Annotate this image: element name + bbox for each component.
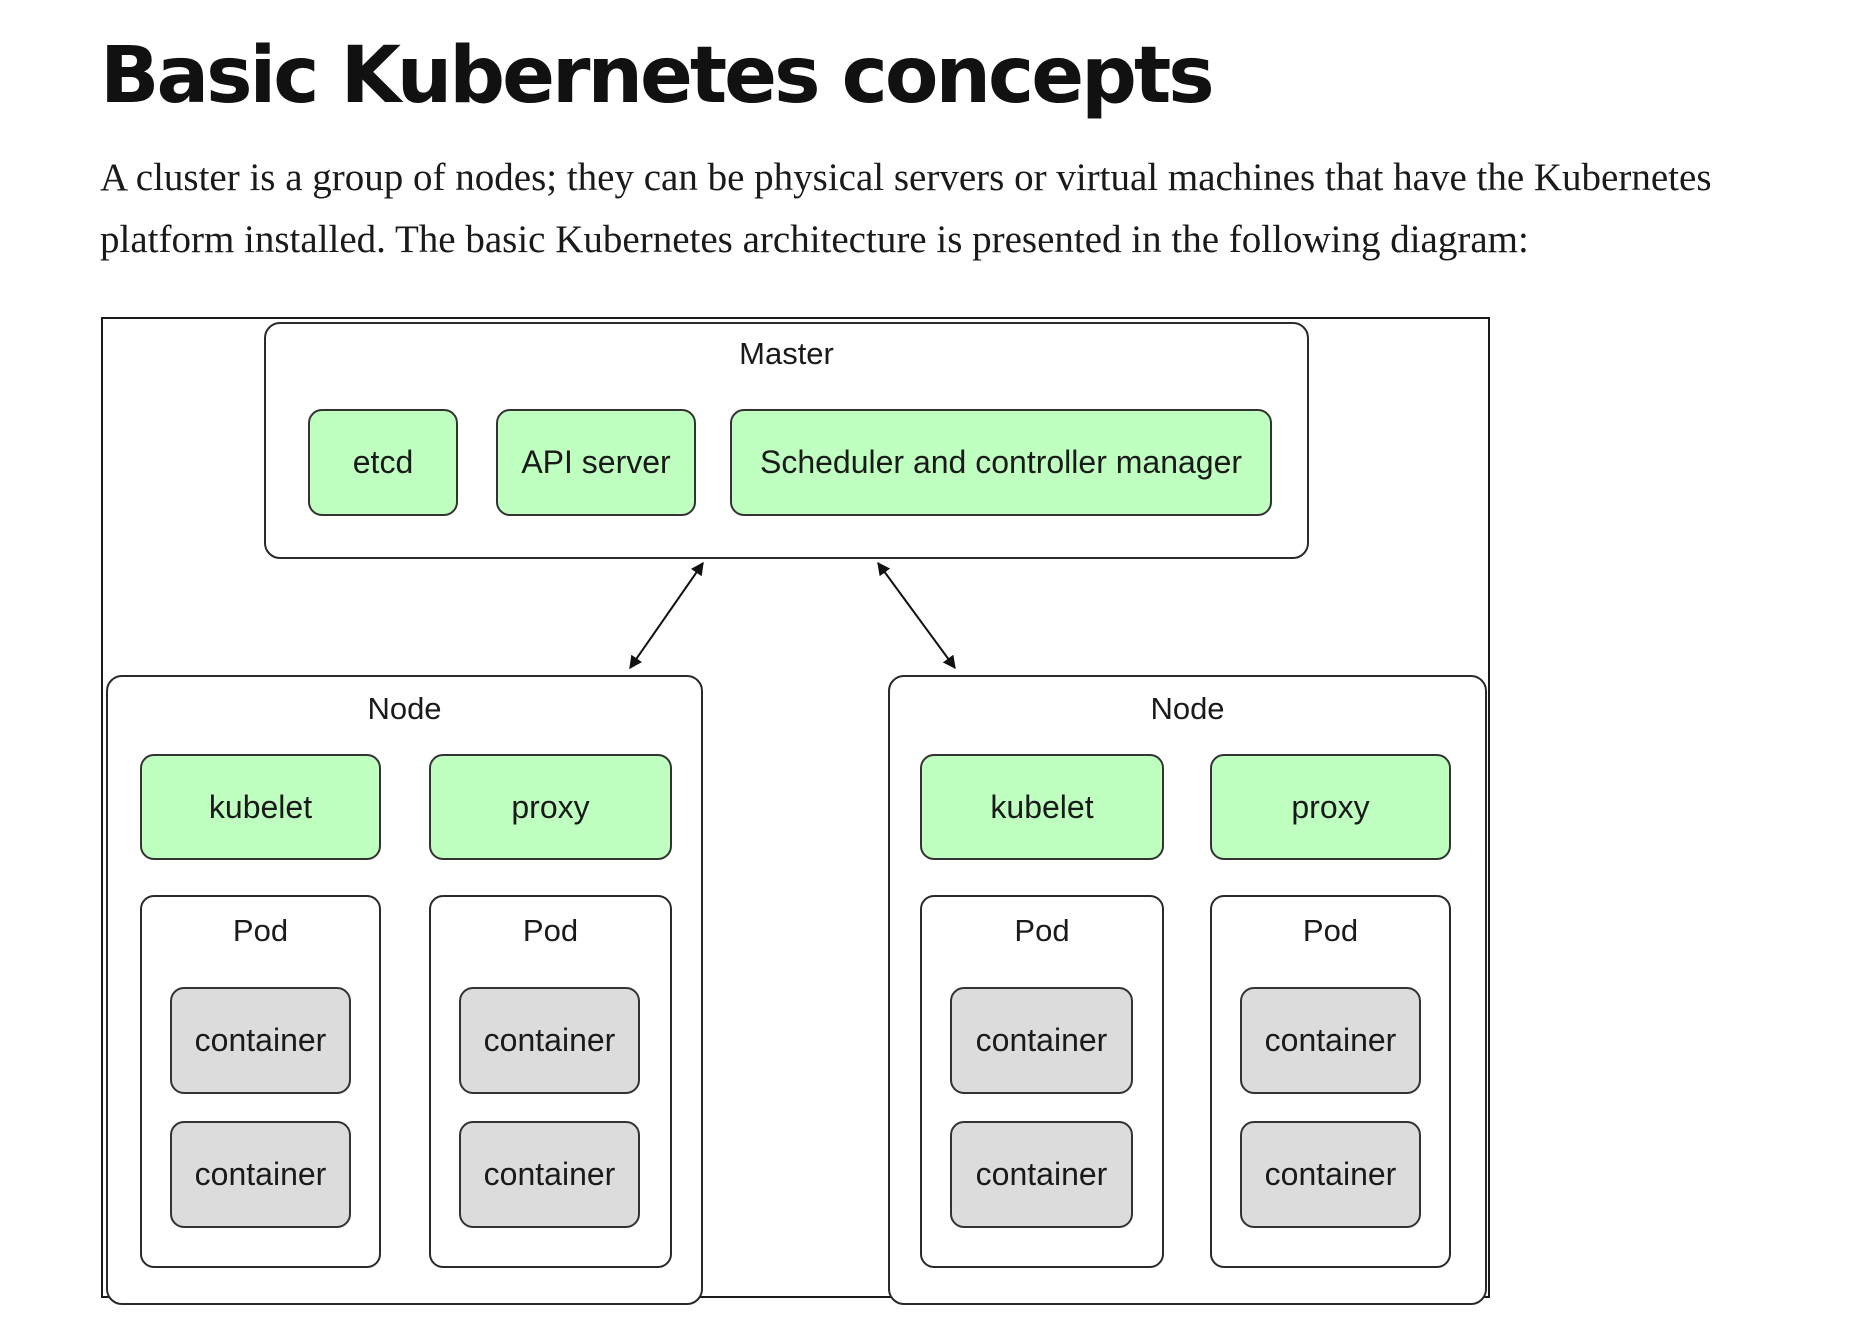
- container-box: container: [1240, 1121, 1421, 1228]
- container-box: container: [1240, 987, 1421, 1094]
- container-box: container: [170, 1121, 351, 1228]
- node-label: Node: [367, 691, 442, 726]
- pod-group: Pod container container: [920, 895, 1164, 1268]
- container-box: container: [950, 1121, 1133, 1228]
- pod-group: Pod container container: [429, 895, 672, 1268]
- pod-label: Pod: [1302, 913, 1359, 948]
- pod-group: Pod container container: [1210, 895, 1451, 1268]
- node-group-right: Node kubelet proxy Pod container contain…: [888, 675, 1487, 1305]
- proxy-box: proxy: [429, 754, 672, 860]
- container-box: container: [459, 1121, 640, 1228]
- pod-label: Pod: [1014, 913, 1070, 948]
- node-label: Node: [1150, 691, 1225, 726]
- kubelet-box: kubelet: [140, 754, 381, 860]
- page-title: Basic Kubernetes concepts: [100, 31, 1215, 121]
- pod-label: Pod: [522, 913, 579, 948]
- node-group-left: Node kubelet proxy Pod container contain…: [106, 675, 703, 1305]
- kubelet-box: kubelet: [920, 754, 1164, 860]
- container-box: container: [950, 987, 1133, 1094]
- connection-arrows: [629, 561, 956, 670]
- pod-group: Pod container container: [140, 895, 381, 1268]
- pod-label: Pod: [232, 913, 289, 948]
- container-box: container: [170, 987, 351, 1094]
- master-group: Master etcd API server Scheduler and con…: [264, 322, 1309, 559]
- etcd-box: etcd: [308, 409, 458, 516]
- intro-paragraph: A cluster is a group of nodes; they can …: [100, 156, 1712, 261]
- api-server-box: API server: [496, 409, 696, 516]
- arrow-master-node-left: [629, 561, 704, 670]
- scheduler-controller-box: Scheduler and controller manager: [730, 409, 1272, 516]
- container-box: container: [459, 987, 640, 1094]
- master-label: Master: [739, 336, 834, 371]
- arrow-master-node-right: [877, 561, 956, 670]
- architecture-diagram: Master etcd API server Scheduler and con…: [101, 317, 1490, 1305]
- proxy-box: proxy: [1210, 754, 1451, 860]
